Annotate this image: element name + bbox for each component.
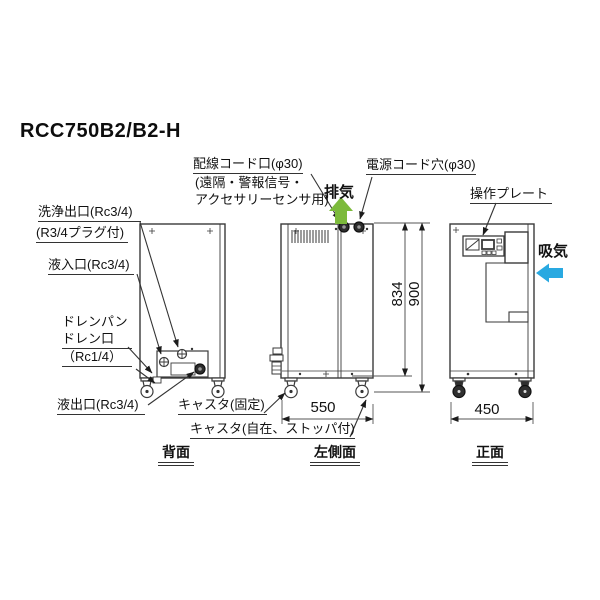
operation-plate-drawing bbox=[462, 235, 505, 257]
label-wash-outlet-2: (R3/4プラグ付) bbox=[36, 225, 129, 243]
label-exhaust: 排気 bbox=[324, 184, 355, 201]
liquid-outlet-port-icon bbox=[194, 363, 206, 375]
liquid-inlet-port-icon bbox=[158, 356, 170, 368]
caster-icon bbox=[211, 377, 225, 399]
caster-icon bbox=[518, 377, 532, 399]
caster-icon bbox=[355, 377, 369, 399]
caster-icon bbox=[140, 377, 154, 399]
dimension-body-height: 834 bbox=[389, 281, 406, 307]
page-title: RCC750B2/B2-H bbox=[20, 120, 181, 142]
label-operation-plate: 操作プレート bbox=[470, 186, 553, 204]
vent-slots bbox=[291, 230, 329, 243]
label-wiring-cord-port: 配線コード口(φ30) bbox=[193, 156, 303, 174]
power-cord-grommet-icon bbox=[353, 221, 365, 233]
dimension-depth: 550 bbox=[310, 399, 336, 416]
label-wiring-note1: (遠隔・警報信号・ bbox=[195, 175, 304, 190]
label-liquid-inlet: 液入口(Rc3/4) bbox=[48, 257, 134, 275]
front-recess bbox=[485, 262, 528, 323]
label-liquid-outlet: 液出口(Rc3/4) bbox=[57, 397, 145, 415]
label-drain-port: ドレン口 bbox=[62, 331, 133, 349]
front-view-drawing bbox=[449, 223, 535, 399]
leader-lines bbox=[127, 173, 497, 438]
dimension-lines bbox=[281, 222, 534, 424]
caster-icon bbox=[452, 377, 466, 399]
label-power-cord-hole: 電源コード穴(φ30) bbox=[366, 157, 476, 175]
back-view-drawing bbox=[139, 223, 226, 399]
wash-outlet-port-icon bbox=[176, 348, 188, 360]
intake-arrow-icon bbox=[536, 263, 563, 283]
label-drain-size: （Rc1/4） bbox=[62, 349, 132, 367]
label-caster-swivel: キャスタ(自在、ストッパ付) bbox=[190, 421, 355, 439]
label-drain-pan: ドレンパン bbox=[62, 314, 128, 329]
label-wiring-note2: アクセサリーセンサ用) bbox=[195, 192, 329, 207]
front-right-panel bbox=[504, 231, 529, 264]
side-view-drawing bbox=[269, 221, 374, 399]
label-wash-outlet-1: 洗浄出口(Rc3/4) bbox=[38, 204, 141, 222]
label-caster-fixed: キャスタ(固定) bbox=[178, 397, 267, 415]
caster-icon bbox=[284, 377, 298, 399]
label-intake: 吸気 bbox=[538, 243, 569, 260]
dimension-width: 450 bbox=[474, 401, 500, 418]
side-valve-fitting bbox=[269, 347, 284, 375]
view-label-side: 左側面 bbox=[310, 444, 360, 467]
exhaust-arrow-icon bbox=[329, 197, 353, 224]
view-label-back: 背面 bbox=[158, 444, 194, 467]
dimension-total-height: 900 bbox=[406, 281, 423, 307]
view-label-front: 正面 bbox=[472, 444, 508, 467]
